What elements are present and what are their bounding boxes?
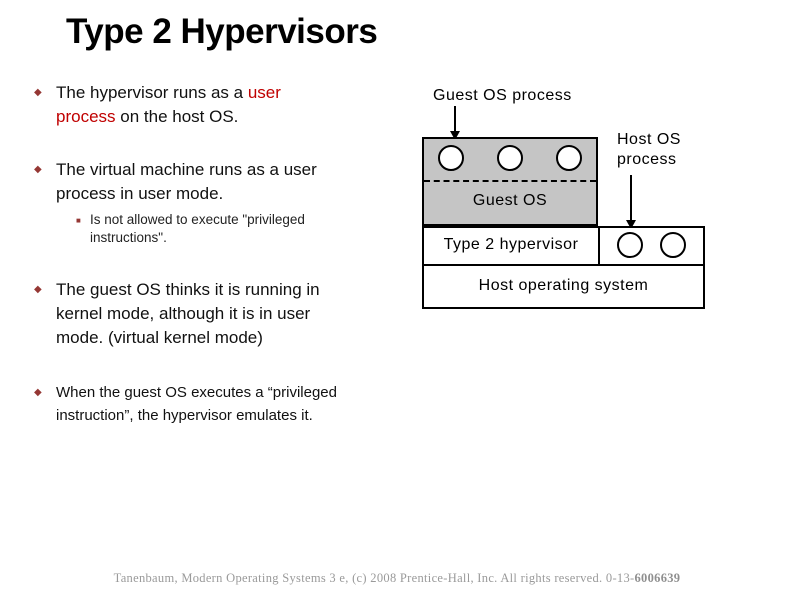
host-process-arrow [630,175,632,221]
process-circle [496,145,523,171]
guest-os-label: Guest OS [472,192,548,209]
process-circle [438,145,465,171]
type2-hypervisor-label: Type 2 hypervisor [443,236,579,253]
sub-bullet-item: ■ Is not allowed to execute "privileged … [76,211,364,246]
diamond-bullet-icon: ◆ [34,387,42,398]
host-os-box [422,264,705,309]
type2-hypervisor-box [422,226,600,266]
bullet-item-2: ◆ The virtual machine runs as a user pro… [34,158,349,206]
host-operating-system-label: Host operating system [478,277,649,294]
sub-bullet-text: Is not allowed to execute "privileged in… [90,212,305,245]
host-os-process-label: Host OS process [617,131,681,168]
bullet-text: The virtual machine runs as a user proce… [56,160,317,203]
bullet-text-pre: The hypervisor runs as a [56,83,248,102]
bullet-text: The hypervisor runs as a user process on… [56,81,334,129]
guest-process-arrowhead-icon [450,131,460,140]
bullet-item-4: ◆ When the guest OS executes a “privileg… [34,381,402,427]
guest-os-process-label: Guest OS process [433,87,572,104]
guest-process-arrow [454,106,456,132]
bullet-text: The guest OS thinks it is running in ker… [56,280,320,347]
bullet-item-1: ◆ The hypervisor runs as a user process … [34,81,334,129]
guest-os-dashed-divider [424,180,596,182]
bullet-item-3: ◆ The guest OS thinks it is running in k… [34,278,354,350]
process-circle [555,145,582,171]
process-circle [660,232,686,258]
host-process-circles [600,232,703,258]
diamond-bullet-icon: ◆ [34,87,42,98]
process-circle [617,232,643,258]
diamond-bullet-icon: ◆ [34,164,42,175]
footer-text: Tanenbaum, Modern Operating Systems 3 e,… [113,571,635,585]
copyright-footer: Tanenbaum, Modern Operating Systems 3 e,… [0,571,794,586]
host-process-arrowhead-icon [626,220,636,229]
bullet-text-highlight: user process [56,83,281,126]
bullet-text-post: on the host OS. [115,107,239,126]
footer-isbn: 6006639 [634,571,681,585]
square-bullet-icon: ■ [76,216,81,225]
guest-process-circles [422,145,598,171]
bullet-text: When the guest OS executes a “privileged… [56,384,337,424]
slide-title: Type 2 Hypervisors [66,12,378,51]
diamond-bullet-icon: ◆ [34,284,42,295]
